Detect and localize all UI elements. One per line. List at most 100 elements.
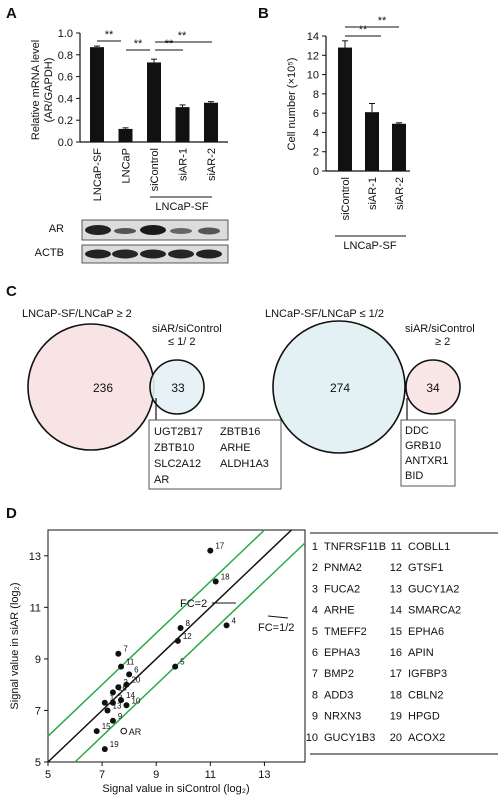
chart-a-xtick-label: LNCaP xyxy=(121,148,133,183)
blot-label-ar: AR xyxy=(49,223,64,235)
gene-table-index: 20 xyxy=(390,732,402,744)
gene-table-name: IGFBP3 xyxy=(408,668,447,680)
scatter-label-ar: AR xyxy=(129,727,142,737)
blot-actb-band-5 xyxy=(196,249,222,259)
scatter-point xyxy=(115,650,122,657)
chart-d-ytick-label: 13 xyxy=(29,551,41,563)
gene-antxr1: ANTXR1 xyxy=(405,455,448,467)
scatter-point-label: 19 xyxy=(110,740,119,749)
scatter-point-label: 16 xyxy=(118,683,127,692)
scatter-point-label: 15 xyxy=(102,722,111,731)
chart-a-ylabel-1: Relative mRNA level xyxy=(30,40,42,140)
scatter-point-label: 7 xyxy=(123,645,128,654)
blot-ar-band-4 xyxy=(170,228,192,234)
gene-table-name: SMARCA2 xyxy=(408,605,461,617)
chart-a-bar xyxy=(90,47,104,142)
gene-table-name: TNFRSF11B xyxy=(324,541,386,553)
chart-b-xtick-label: siControl xyxy=(340,177,352,220)
scatter-point xyxy=(223,622,230,629)
blot-label-actb: ACTB xyxy=(35,247,64,259)
gene-table-name: PNMA2 xyxy=(324,562,362,574)
venn-right-inner-label-2: ≥ 2 xyxy=(435,336,450,348)
blot-ar-band-3 xyxy=(140,225,166,235)
gene-table-name: COBLL1 xyxy=(408,541,450,553)
venn-right-inner-count: 34 xyxy=(426,381,440,395)
gene-table-name: TMEFF2 xyxy=(324,626,367,638)
gene-table-index: 1 xyxy=(312,541,318,553)
gene-ar: AR xyxy=(154,474,169,486)
scatter-point xyxy=(212,578,219,585)
venn-left-title: LNCaP-SF/LNCaP ≥ 2 xyxy=(22,308,132,320)
venn-right-outer-count: 274 xyxy=(330,381,350,395)
gene-table-name: ARHE xyxy=(324,605,355,617)
scatter-point-label: 11 xyxy=(126,658,135,667)
gene-table-index: 6 xyxy=(312,647,318,659)
scatter-point xyxy=(104,707,111,714)
chart-d-ylabel: Signal value in siAR (log₂) xyxy=(9,582,21,709)
gene-table-name: CBLN2 xyxy=(408,689,443,701)
gene-table-name: GTSF1 xyxy=(408,562,443,574)
sig-mark-a3: ** xyxy=(178,30,187,42)
chart-d-xtick-label: 5 xyxy=(45,769,51,781)
gene-table-index: 14 xyxy=(390,605,402,617)
gene-table-index: 11 xyxy=(391,541,402,553)
chart-a-bar xyxy=(204,102,218,142)
gene-table-name: GUCY1A2 xyxy=(408,583,459,595)
gene-aldh1a3: ALDH1A3 xyxy=(220,458,269,470)
fc2-label: FC=2 xyxy=(180,598,207,610)
scatter-point xyxy=(101,699,108,706)
gene-table-index: 9 xyxy=(312,711,318,723)
chart-d-frame xyxy=(47,529,306,763)
blot-ar-band-5 xyxy=(198,227,220,235)
gene-zbtb10: ZBTB10 xyxy=(154,442,194,454)
scatter-point xyxy=(126,671,133,678)
chart-b-bar xyxy=(392,123,406,171)
gene-table-index: 10 xyxy=(306,732,318,744)
chart-a-xtick-label: siControl xyxy=(149,148,161,191)
sig-mark-b1: ** xyxy=(359,24,368,36)
scatter-point xyxy=(177,624,184,631)
gene-table-index: 8 xyxy=(312,689,318,701)
chart-d-ytick-label: 9 xyxy=(35,654,41,666)
scatter-point-label: 13 xyxy=(113,701,122,710)
scatter-point xyxy=(172,663,179,670)
blot-actb-band-3 xyxy=(140,249,166,259)
gene-table-index: 18 xyxy=(390,689,402,701)
blot-ar-band-1 xyxy=(85,225,111,235)
chart-b-ytick-label: 14 xyxy=(307,31,319,43)
chart-b-xtick-label: siAR-1 xyxy=(367,177,379,210)
scatter-point-label: 5 xyxy=(180,658,185,667)
gene-table-index: 13 xyxy=(390,583,402,595)
gene-ugt2b17: UGT2B17 xyxy=(154,426,203,438)
gene-table-index: 19 xyxy=(390,711,402,723)
chart-b-ytick-label: 8 xyxy=(313,89,319,101)
gene-bid: BID xyxy=(405,470,423,482)
chart-d-xtick-label: 7 xyxy=(99,769,105,781)
gene-table-index: 5 xyxy=(312,626,318,638)
venn-left-outer-circle xyxy=(27,323,155,451)
panel-label-a: A xyxy=(6,5,17,22)
chart-a-ytick-label: 0.4 xyxy=(58,93,73,105)
chart-b-ytick-label: 6 xyxy=(313,108,319,120)
scatter-point xyxy=(123,681,130,688)
gene-table-name: GUCY1B3 xyxy=(324,732,375,744)
scatter-point-label: 6 xyxy=(134,665,139,674)
scatter-point-label: 12 xyxy=(183,632,192,641)
chart-b-ytick-label: 0 xyxy=(313,166,319,178)
chart-b-ytick-label: 2 xyxy=(313,147,319,159)
scatter-point-ar xyxy=(120,727,128,735)
scatter-point xyxy=(123,702,130,709)
venn-right-gene-box xyxy=(400,419,456,487)
gene-table-index: 2 xyxy=(312,562,318,574)
chart-a-xtick-label: LNCaP-SF xyxy=(92,148,104,201)
scatter-point-label: 4 xyxy=(232,616,237,625)
venn-left-inner-circle xyxy=(149,359,205,415)
blot-actb-band-4 xyxy=(168,249,194,259)
gene-table-name: ACOX2 xyxy=(408,732,445,744)
panel-label-b: B xyxy=(258,5,269,22)
sig-mark-a4: ** xyxy=(165,38,174,50)
fc-half-line xyxy=(74,542,306,763)
